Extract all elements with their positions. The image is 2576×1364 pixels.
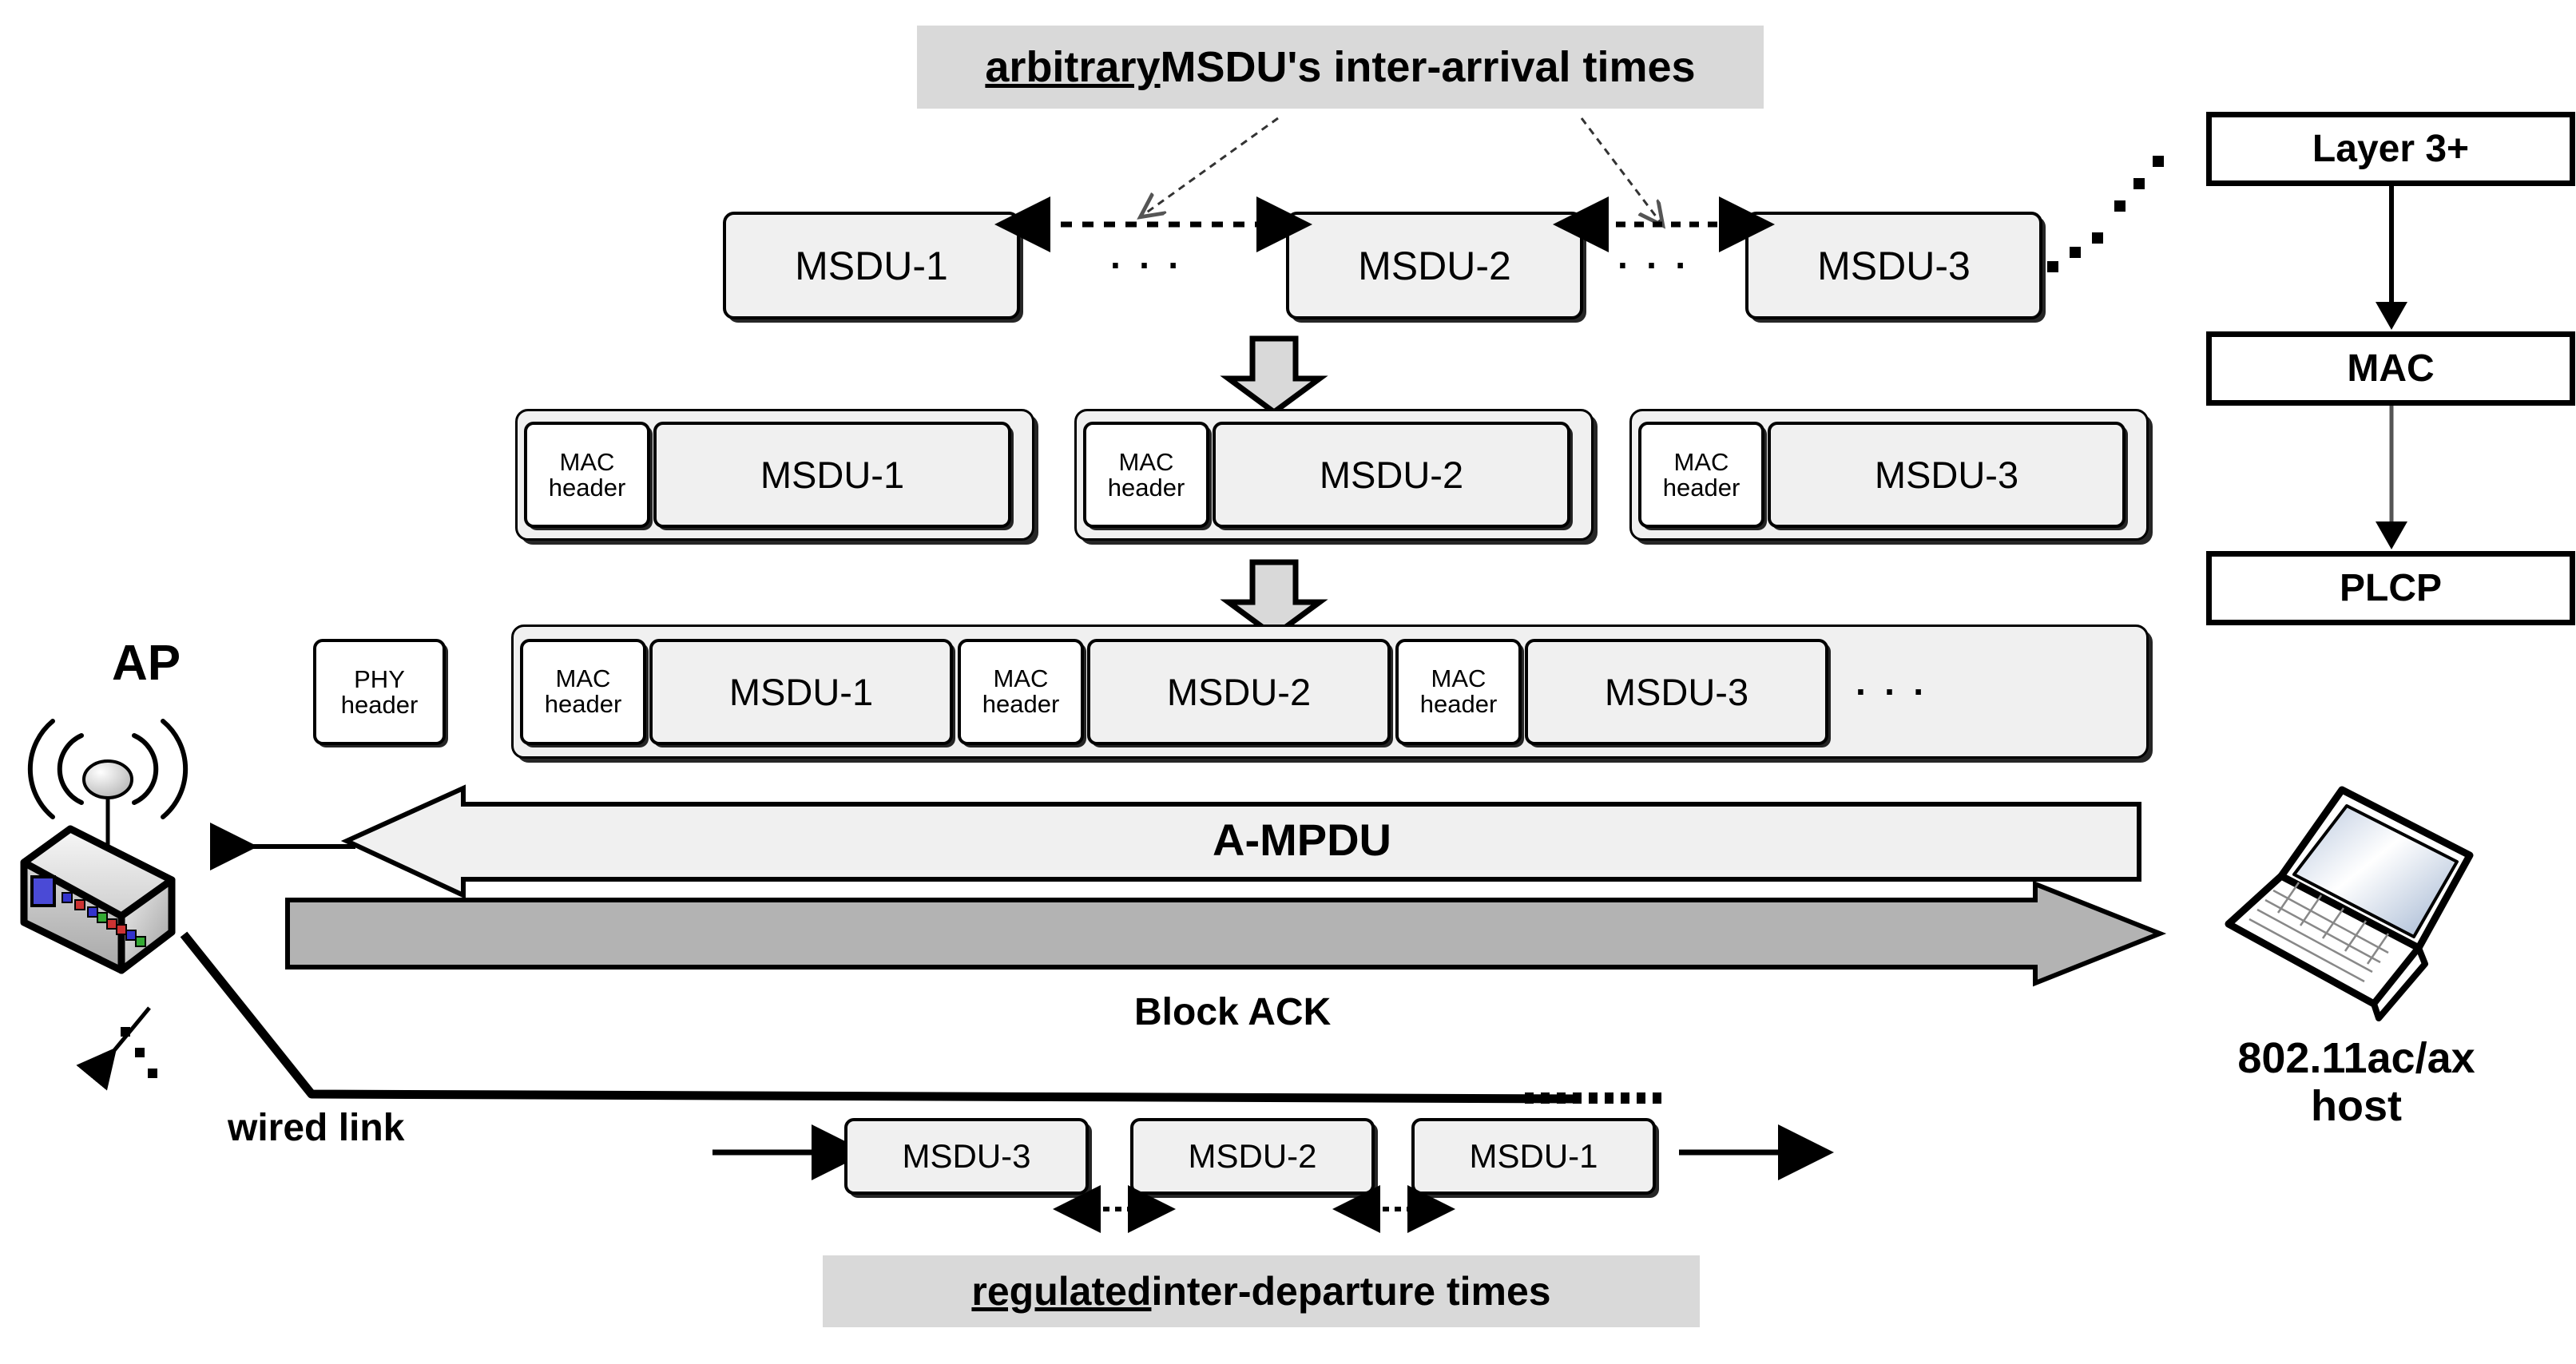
host-label: 802.11ac/ax host <box>2181 1034 2532 1131</box>
departure-box-1-label: MSDU-3 <box>902 1137 1031 1175</box>
ampdu-seg-1-mac-header-line1: MAC <box>555 664 611 693</box>
ampdu-seg-2-payload: MSDU-2 <box>1087 638 1391 745</box>
msdu-gap-dots-1-text: · · · <box>1110 244 1184 286</box>
mpdu-2-payload: MSDU-2 <box>1213 422 1570 528</box>
mpdu-1-mac-header-line1: MAC <box>559 447 615 476</box>
encapsulation-down-arrow-1 <box>1220 335 1328 416</box>
block-ack-arrow <box>285 880 2167 987</box>
departure-box-1: MSDU-3 <box>844 1118 1089 1195</box>
departure-box-2: MSDU-2 <box>1130 1118 1375 1195</box>
departure-box-3: MSDU-1 <box>1411 1118 1656 1195</box>
inter-arrival-arrow-1 <box>994 196 1312 252</box>
ampdu-seg-2-mac-header-line1: MAC <box>993 664 1049 693</box>
ampdu-seg-3-payload-label: MSDU-3 <box>1604 670 1749 713</box>
mpdu-1-payload: MSDU-1 <box>653 422 1011 528</box>
mpdu-2: MAC header MSDU-2 <box>1074 409 1594 541</box>
phy-header-line1: PHY <box>354 664 405 693</box>
stack-box-plcp: PLCP <box>2206 551 2575 625</box>
msdu-gap-dots-2-text: · · · <box>1617 244 1691 286</box>
ap-label-text: AP <box>112 636 181 691</box>
ampdu-seg-1-payload-label: MSDU-1 <box>728 670 874 713</box>
mpdu-3-mac-header-line1: MAC <box>1673 447 1729 476</box>
ampdu-seg-3-payload: MSDU-3 <box>1525 638 1828 745</box>
msdu-continuation-dots <box>2047 156 2164 272</box>
ampdu-seg-1-mac-header-line2: header <box>544 690 622 718</box>
regulated-inter-departure-caption: regulated inter-departure times <box>823 1255 1700 1327</box>
ap-device-icon <box>20 719 189 974</box>
caption-rest-bottom: inter-departure times <box>1151 1269 1551 1314</box>
ampdu-seg-2-mac-header-line2: header <box>982 690 1060 718</box>
mpdu-1-mac-header: MAC header <box>524 422 650 528</box>
mpdu-2-mac-header-line2: header <box>1107 473 1185 502</box>
wired-link-line <box>180 931 1582 1104</box>
ampdu-seg-1-payload: MSDU-1 <box>649 638 953 745</box>
departure-inflow-arrow <box>712 1124 867 1180</box>
msdu-box-2-label: MSDU-2 <box>1358 243 1511 288</box>
wired-link-continuation-dots <box>1525 1092 1661 1104</box>
mpdu-2-mac-header: MAC header <box>1083 422 1209 528</box>
mpdu-3-payload-label: MSDU-3 <box>1874 454 2019 496</box>
msdu-box-2: MSDU-2 <box>1286 212 1583 319</box>
ampdu-seg-2-payload-label: MSDU-2 <box>1166 670 1312 713</box>
caption-emphasis-regulated: regulated <box>971 1269 1152 1314</box>
ampdu-seg-3-mac-header: MAC header <box>1395 638 1522 745</box>
stack-arrow-mac-to-plcp <box>2376 406 2407 549</box>
ampdu-seg-2-mac-header: MAC header <box>958 638 1084 745</box>
caption-rest-top: MSDU's inter-arrival times <box>1160 43 1696 91</box>
ampdu-transmission-arrow: A-MPDU <box>340 784 2141 899</box>
block-ack-label: Block ACK <box>1134 990 1331 1034</box>
mpdu-3-mac-header-line2: header <box>1662 473 1740 502</box>
departure-box-2-label: MSDU-2 <box>1188 1137 1317 1175</box>
mpdu-3-payload: MSDU-3 <box>1768 422 2125 528</box>
msdu-box-1-label: MSDU-1 <box>795 243 948 288</box>
caption-emphasis-arbitrary: arbitrary <box>985 43 1161 91</box>
stack-box-plcp-label: PLCP <box>2339 567 2442 609</box>
ampdu-trailing-dots: · · · <box>1856 670 1929 713</box>
mpdu-1: MAC header MSDU-1 <box>515 409 1034 541</box>
stack-box-mac-label: MAC <box>2347 347 2435 390</box>
ap-label: AP <box>112 635 181 692</box>
encapsulation-down-arrow-2 <box>1220 559 1328 640</box>
wired-link-label: wired link <box>228 1106 404 1150</box>
phy-header-box: PHY header <box>313 639 446 745</box>
caption-pointer-arrows <box>1102 117 1677 240</box>
ampdu-seg-1-mac-header: MAC header <box>520 638 646 745</box>
msdu-gap-dots-2: · · · <box>1617 244 1691 287</box>
msdu-gap-dots-1: · · · <box>1110 244 1184 287</box>
mpdu-3-mac-header: MAC header <box>1638 422 1764 528</box>
mpdu-3: MAC header MSDU-3 <box>1629 409 2149 541</box>
ampdu-arrow-label: A-MPDU <box>1213 815 1391 865</box>
ampdu-frame: MAC header MSDU-1 MAC header MSDU-2 MAC … <box>511 625 2149 759</box>
msdu-box-3-label: MSDU-3 <box>1817 243 1971 288</box>
ampdu-seg-3-mac-header-line2: header <box>1419 690 1498 718</box>
departure-outflow-arrow <box>1679 1124 1834 1180</box>
stack-box-mac: MAC <box>2206 331 2575 406</box>
host-label-line1: 802.11ac/ax <box>2237 1034 2475 1082</box>
inter-arrival-arrow-2 <box>1553 196 1775 252</box>
block-ack-label-text: Block ACK <box>1134 991 1332 1033</box>
inter-departure-arrow-1 <box>1053 1185 1176 1233</box>
wired-link-label-text: wired link <box>228 1107 405 1149</box>
msdu-box-1: MSDU-1 <box>723 212 1020 319</box>
phy-header-line2: header <box>340 690 419 719</box>
ampdu-to-ap-arrow <box>210 823 355 870</box>
stack-arrow-layer3-to-mac <box>2376 186 2407 330</box>
msdu-box-3: MSDU-3 <box>1745 212 2042 319</box>
mpdu-1-mac-header-line2: header <box>548 473 626 502</box>
ampdu-seg-3-mac-header-line1: MAC <box>1431 664 1486 693</box>
departure-box-3-label: MSDU-1 <box>1469 1137 1598 1175</box>
arbitrary-inter-arrival-caption: arbitrary MSDU's inter-arrival times <box>917 26 1764 109</box>
host-label-line2: host <box>2311 1082 2402 1131</box>
stack-box-layer3: Layer 3+ <box>2206 112 2575 186</box>
mpdu-1-payload-label: MSDU-1 <box>760 454 905 496</box>
laptop-host-icon <box>2225 786 2474 1021</box>
mpdu-2-payload-label: MSDU-2 <box>1319 454 1464 496</box>
inter-departure-arrow-2 <box>1332 1185 1455 1233</box>
stack-box-layer3-label: Layer 3+ <box>2312 128 2470 170</box>
mpdu-2-mac-header-line1: MAC <box>1118 447 1174 476</box>
ap-downlink-dots-arrow <box>76 1006 157 1091</box>
ampdu-trailing-dots-text: · · · <box>1856 671 1929 712</box>
